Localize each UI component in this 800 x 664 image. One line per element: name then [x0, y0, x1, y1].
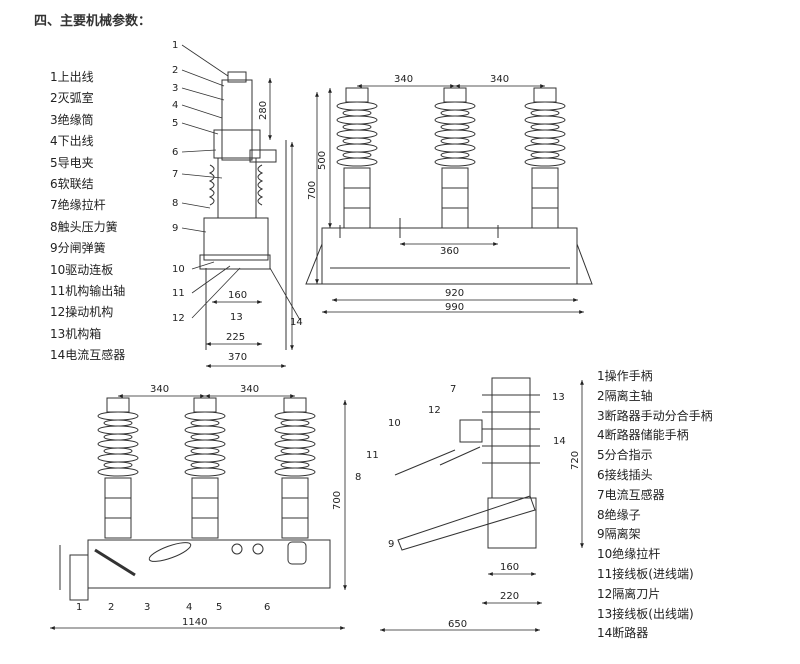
- side-view-dimensions: 280 700 160 13 225 370: [206, 78, 318, 368]
- legend-item: 14电流互感器: [50, 348, 126, 363]
- bottom-view-callouts: 1 2 3 4 5 6: [76, 602, 270, 613]
- parts-legend-side-view: 1上出线 2灭弧室 3绝缘筒 4下出线 5导电夹 6软联结 7绝缘拉杆 8触头压…: [50, 67, 125, 367]
- legend-item: 5导电夹: [50, 155, 94, 170]
- legend-item: 1操作手柄: [597, 369, 653, 383]
- legend-item: 7绝缘拉杆: [50, 198, 106, 213]
- legend-item: 11机构输出轴: [50, 284, 126, 299]
- callout-label: 1: [76, 602, 82, 613]
- callout-label: 9: [388, 539, 394, 550]
- callout-label: 4: [172, 100, 178, 111]
- legend-item: 9隔离架: [597, 527, 641, 542]
- callout-label: 14: [553, 436, 566, 447]
- legend-item: 13接线板(出线端): [597, 606, 694, 621]
- page-title: 四、主要机械参数：: [34, 14, 152, 29]
- callout-label: 10: [388, 418, 401, 429]
- dim-220: 220: [500, 591, 519, 602]
- dim-990: 990: [445, 302, 464, 313]
- callout-label: 12: [172, 313, 185, 324]
- dim-370: 370: [228, 352, 247, 363]
- legend-item: 10绝缘拉杆: [597, 547, 661, 562]
- dim-650: 650: [448, 619, 467, 630]
- iso-view-drawing: [394, 377, 540, 551]
- callout-label: 8: [355, 472, 361, 483]
- iso-view-callouts: 7 10 12 11 8 9 13 14: [355, 384, 566, 550]
- callout-label: 7: [172, 169, 178, 180]
- legend-item: 12隔离刀片: [597, 586, 661, 601]
- callout-label: 13: [552, 392, 565, 403]
- front-view-dimensions: 340 340 500 360 920 990: [315, 74, 584, 314]
- legend-item: 12操动机构: [50, 305, 114, 320]
- callout-label: 7: [450, 384, 456, 395]
- dim-920: 920: [445, 288, 464, 299]
- dim-500: 500: [317, 151, 328, 170]
- dim-720: 720: [570, 451, 581, 470]
- callout-label: 5: [216, 602, 222, 613]
- legend-item: 3断路器手动分合手柄: [597, 408, 713, 423]
- dim-340: 340: [394, 74, 413, 85]
- callout-label: 3: [172, 83, 178, 94]
- dim-340: 340: [150, 384, 169, 395]
- dim-1140: 1140: [182, 617, 207, 628]
- dim-225: 225: [226, 332, 245, 343]
- callout-label: 3: [144, 602, 150, 613]
- dim-700: 700: [332, 491, 343, 510]
- legend-item: 3绝缘筒: [50, 112, 94, 127]
- callout-label: 6: [264, 602, 270, 613]
- callout-label: 5: [172, 118, 178, 129]
- legend-item: 4断路器储能手柄: [597, 428, 689, 443]
- legend-item: 2灭弧室: [50, 91, 94, 106]
- side-view-drawing: [199, 71, 287, 350]
- dim-160: 160: [500, 562, 519, 573]
- iso-view-dimensions: 720 160 220 650: [380, 380, 584, 632]
- dim-340: 340: [490, 74, 509, 85]
- legend-item: 11接线板(进线端): [597, 566, 694, 581]
- parts-legend-iso-view: 1操作手柄 2隔离主轴 3断路器手动分合手柄 4断路器储能手柄 5分合指示 6接…: [597, 367, 713, 644]
- legend-item: 4下出线: [50, 134, 94, 149]
- callout-label: 10: [172, 264, 185, 275]
- dim-700: 700: [307, 181, 318, 200]
- callout-label: 9: [172, 223, 178, 234]
- legend-item: 9分闸弹簧: [50, 241, 106, 256]
- callout-label: 6: [172, 147, 178, 158]
- legend-item: 8触头压力簧: [50, 219, 118, 234]
- dim-13: 13: [230, 312, 243, 323]
- callout-label: 14: [290, 317, 303, 328]
- side-view-callouts: 1 2 3 4 5 6 7 8 9 10 11 12 14: [172, 40, 303, 328]
- callout-label: 2: [108, 602, 114, 613]
- legend-item: 14断路器: [597, 626, 649, 641]
- legend-item: 13机构箱: [50, 326, 102, 341]
- legend-item: 7电流互感器: [597, 487, 665, 502]
- callout-label: 11: [366, 450, 379, 461]
- dim-360: 360: [440, 246, 459, 257]
- bottom-view-dimensions: 340 340 700 1140: [50, 384, 347, 630]
- legend-item: 5分合指示: [597, 448, 653, 463]
- callout-label: 1: [172, 40, 178, 51]
- dim-280: 280: [258, 101, 269, 120]
- callout-label: 12: [428, 405, 441, 416]
- legend-item: 2隔离主轴: [597, 388, 653, 403]
- callout-label: 4: [186, 602, 192, 613]
- dim-340: 340: [240, 384, 259, 395]
- legend-item: 10驱动连板: [50, 262, 114, 277]
- legend-item: 6软联结: [50, 177, 94, 192]
- legend-item: 6接线插头: [597, 467, 653, 482]
- callout-label: 11: [172, 288, 185, 299]
- callout-label: 2: [172, 65, 178, 76]
- callout-label: 8: [172, 198, 178, 209]
- legend-item: 1上出线: [50, 70, 94, 84]
- legend-item: 8绝缘子: [597, 507, 641, 522]
- dim-160: 160: [228, 290, 247, 301]
- bottom-view-drawing: [59, 397, 331, 601]
